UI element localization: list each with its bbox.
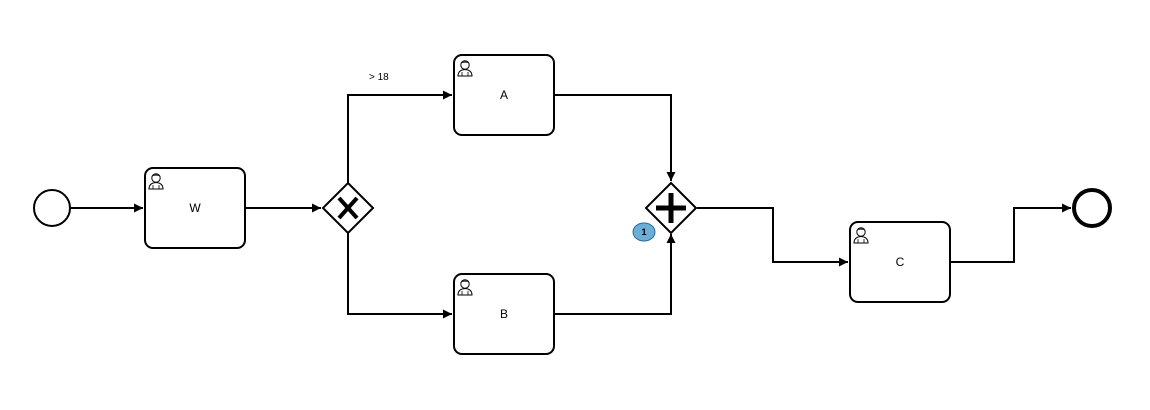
task-c[interactable]: C — [849, 221, 951, 303]
task-c-box[interactable] — [849, 221, 951, 303]
flow-gateway-to-b[interactable] — [347, 233, 452, 319]
task-w-box[interactable] — [144, 167, 246, 249]
task-c-label: C — [896, 255, 905, 269]
sequence-flows — [71, 90, 1071, 319]
task-b-label: B — [500, 307, 508, 321]
task-a[interactable]: A — [453, 54, 555, 136]
exclusive-gateway[interactable] — [321, 181, 375, 235]
plus-icon — [656, 193, 686, 223]
count-badge: 1 — [632, 222, 656, 242]
task-b[interactable]: B — [453, 273, 555, 355]
flow-gateway-to-a[interactable] — [347, 90, 452, 183]
flow-parallel-gateway-to-c[interactable] — [697, 207, 848, 267]
flow-a-to-parallel-gateway[interactable] — [554, 94, 676, 181]
flow-c-to-end[interactable] — [950, 203, 1071, 263]
start-event[interactable] — [33, 189, 71, 227]
x-icon — [337, 196, 359, 220]
task-a-box[interactable] — [453, 54, 555, 136]
badge-text: 1 — [641, 227, 646, 237]
badge-circle — [632, 222, 656, 242]
flow-b-to-parallel-gateway[interactable] — [554, 234, 676, 315]
task-a-label: A — [500, 88, 508, 102]
flow-condition-label: > 18 — [369, 72, 389, 83]
parallel-gateway[interactable] — [644, 181, 698, 235]
task-w[interactable]: W — [144, 167, 246, 249]
task-b-box[interactable] — [453, 273, 555, 355]
task-w-label: W — [189, 201, 201, 215]
end-event[interactable] — [1072, 188, 1112, 228]
